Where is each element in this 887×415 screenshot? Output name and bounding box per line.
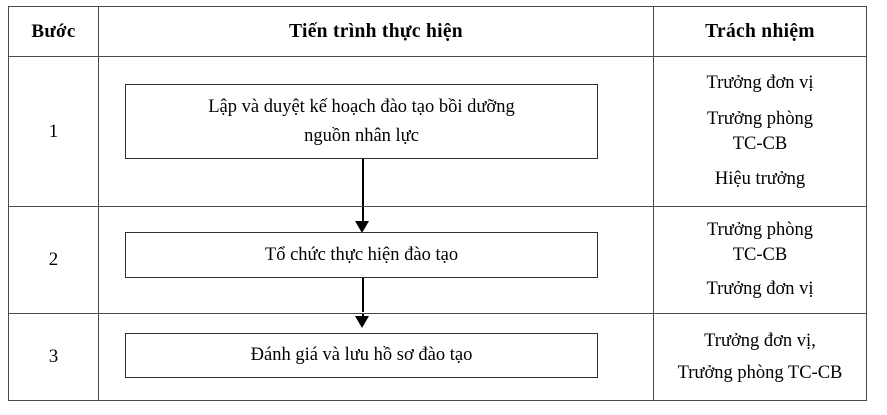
responsibility-item: Trưởng đơn vị xyxy=(706,278,814,299)
connector-line-1 xyxy=(362,159,365,206)
responsibility-item: Trưởng phòng TC-CB xyxy=(707,108,813,154)
flow-inner-2: Tổ chức thực hiện đào tạo xyxy=(99,207,653,313)
connector-line-in-2 xyxy=(362,207,365,224)
responsibility-item: Trưởng đơn vị xyxy=(706,72,814,93)
responsibility-cell-2: Trưởng phòng TC-CB Trưởng đơn vị xyxy=(653,206,867,314)
process-box-1[interactable]: Lập và duyệt kế hoạch đào tạo bồi dưỡng … xyxy=(125,84,598,159)
table-header-row: Bước Tiến trình thực hiện Trách nhiệm xyxy=(8,6,867,57)
step-number-3: 3 xyxy=(8,313,99,401)
process-cell-1: Lập và duyệt kế hoạch đào tạo bồi dưỡng … xyxy=(98,56,654,207)
arrow-down-icon xyxy=(355,316,369,328)
responsibility-cell-3: Trưởng đơn vị, Trưởng phòng TC-CB xyxy=(653,313,867,401)
responsibility-list-2: Trưởng phòng TC-CB Trưởng đơn vị xyxy=(654,212,866,308)
responsibility-list-1: Trưởng đơn vị Trưởng phòng TC-CB Hiệu tr… xyxy=(654,65,866,199)
step-number-2: 2 xyxy=(8,206,99,314)
responsibility-cell-1: Trưởng đơn vị Trưởng phòng TC-CB Hiệu tr… xyxy=(653,56,867,207)
process-box-2[interactable]: Tổ chức thực hiện đào tạo xyxy=(125,232,598,278)
header-process: Tiến trình thực hiện xyxy=(98,6,654,57)
connector-line-out-2 xyxy=(362,278,365,312)
flow-inner-3: Đánh giá và lưu hồ sơ đào tạo xyxy=(99,314,653,400)
arrow-down-icon xyxy=(355,221,369,233)
flow-inner-1: Lập và duyệt kế hoạch đào tạo bồi dưỡng … xyxy=(99,57,653,206)
step-number-1: 1 xyxy=(8,56,99,207)
responsibility-item: Trưởng phòng TC-CB xyxy=(707,220,813,266)
responsibility-item: Hiệu trưởng xyxy=(714,169,806,190)
process-box-3[interactable]: Đánh giá và lưu hồ sơ đào tạo xyxy=(125,333,598,378)
process-cell-3: Đánh giá và lưu hồ sơ đào tạo xyxy=(98,313,654,401)
responsibility-item: Trưởng đơn vị, xyxy=(704,330,816,351)
process-flow-table: Bước Tiến trình thực hiện Trách nhiệm 1 … xyxy=(8,6,867,401)
responsibility-item: Trưởng phòng TC-CB xyxy=(677,362,843,383)
process-cell-2: Tổ chức thực hiện đào tạo xyxy=(98,206,654,314)
responsibility-list-3: Trưởng đơn vị, Trưởng phòng TC-CB xyxy=(654,323,866,392)
table-row: 1 Lập và duyệt kế hoạch đào tạo bồi dưỡn… xyxy=(8,56,867,207)
header-responsibility: Trách nhiệm xyxy=(653,6,867,57)
table-row: 3 Đánh giá và lưu hồ sơ đào tạo Trưởng đ… xyxy=(8,313,867,401)
header-step: Bước xyxy=(8,6,99,57)
table-row: 2 Tổ chức thực hiện đào tạo Trưởng phòng… xyxy=(8,206,867,314)
